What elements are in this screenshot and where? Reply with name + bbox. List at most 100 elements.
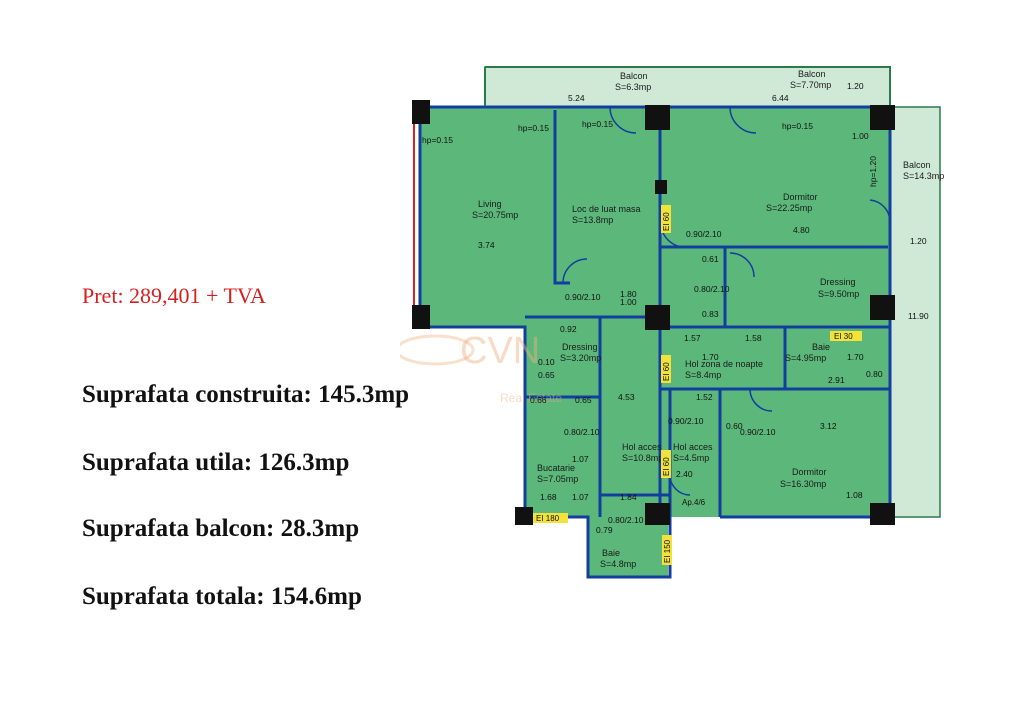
- svg-text:S=3.20mp: S=3.20mp: [560, 353, 601, 363]
- svg-text:1.20: 1.20: [910, 236, 927, 246]
- svg-text:hp=1.20: hp=1.20: [868, 156, 878, 187]
- dimension-labels: 5.24 6.44 1.20 hp=0.15 hp=0.15 hp=0.15 1…: [422, 81, 929, 535]
- svg-text:0.80/2.10: 0.80/2.10: [694, 284, 730, 294]
- svg-text:hp=0.15: hp=0.15: [518, 123, 549, 133]
- svg-text:0.90/2.10: 0.90/2.10: [740, 427, 776, 437]
- svg-text:S=7.05mp: S=7.05mp: [537, 474, 578, 484]
- access-hall-area: [600, 317, 670, 517]
- svg-text:0.66: 0.66: [530, 395, 547, 405]
- svg-text:0.80: 0.80: [866, 369, 883, 379]
- fire-rating-tags: EI 60 EI 60 EI 60 EI 30 EI 180 EI 150 Ap…: [533, 205, 862, 565]
- balcony-right: [889, 106, 941, 518]
- dining-area: [555, 107, 660, 317]
- balcony-top: [484, 66, 891, 108]
- svg-text:S=10.8mp: S=10.8mp: [622, 453, 663, 463]
- svg-text:5.24: 5.24: [568, 93, 585, 103]
- night-hall-area: [660, 327, 785, 389]
- room-labels: Living S=20.75mp Loc de luat masa S=13.8…: [472, 192, 859, 569]
- dressing-area: [725, 247, 890, 327]
- svg-text:1.08: 1.08: [846, 490, 863, 500]
- svg-text:0.79: 0.79: [596, 525, 613, 535]
- svg-text:Hol zona de noapte: Hol zona de noapte: [685, 359, 763, 369]
- svg-text:S=22.25mp: S=22.25mp: [766, 203, 812, 213]
- svg-text:hp=0.15: hp=0.15: [782, 121, 813, 131]
- svg-text:Real Estate: Real Estate: [500, 391, 562, 405]
- svg-text:1.00: 1.00: [620, 297, 637, 307]
- svg-text:Hol acces: Hol acces: [622, 442, 662, 452]
- svg-text:11.90: 11.90: [908, 311, 929, 321]
- svg-text:Living: Living: [478, 199, 502, 209]
- balcony-areas: [484, 66, 941, 518]
- balcony-railing: [484, 66, 891, 107]
- svg-text:EI 60: EI 60: [662, 212, 671, 231]
- svg-text:Hol acces: Hol acces: [673, 442, 713, 452]
- living-room-area: [420, 107, 555, 327]
- svg-text:3.12: 3.12: [820, 421, 837, 431]
- svg-text:0.60: 0.60: [726, 421, 743, 431]
- svg-text:EI 150: EI 150: [663, 539, 672, 563]
- bedroom2-area: [720, 389, 890, 517]
- svg-text:EI 180: EI 180: [536, 514, 560, 523]
- structural-columns: [412, 100, 895, 525]
- svg-text:1.07: 1.07: [572, 454, 589, 464]
- svg-text:4.80: 4.80: [793, 225, 810, 235]
- svg-text:Balcon: Balcon: [620, 71, 648, 81]
- svg-text:EI 60: EI 60: [662, 457, 671, 476]
- svg-text:Balcon: Balcon: [903, 160, 931, 170]
- svg-text:S=7.70mp: S=7.70mp: [790, 80, 831, 90]
- svg-text:0.83: 0.83: [702, 309, 719, 319]
- svg-text:Baie: Baie: [812, 342, 830, 352]
- svg-text:1.20: 1.20: [847, 81, 864, 91]
- svg-text:2.91: 2.91: [828, 375, 845, 385]
- svg-text:Baie: Baie: [602, 548, 620, 558]
- balcony-labels: Balcon S=6.3mp Balcon S=7.70mp Balcon S=…: [615, 69, 944, 181]
- svg-text:4.53: 4.53: [618, 392, 635, 402]
- svg-text:S=14.3mp: S=14.3mp: [903, 171, 944, 181]
- kitchen-area: [525, 397, 600, 517]
- svg-text:1.57: 1.57: [684, 333, 701, 343]
- svg-text:Loc de luat masa: Loc de luat masa: [572, 204, 641, 214]
- built-area-label: Suprafata construita: 145.3mp: [82, 381, 410, 408]
- svg-text:Dressing: Dressing: [820, 277, 856, 287]
- bedroom-area: [660, 107, 890, 247]
- room-fills: [420, 107, 890, 577]
- svg-text:6.44: 6.44: [772, 93, 789, 103]
- svg-text:S=13.8mp: S=13.8mp: [572, 215, 613, 225]
- total-area-label: Suprafata totala: 154.6mp: [82, 583, 362, 610]
- svg-text:0.90/2.10: 0.90/2.10: [565, 292, 601, 302]
- svg-text:hp=0.15: hp=0.15: [582, 119, 613, 129]
- svg-text:Balcon: Balcon: [798, 69, 826, 79]
- svg-text:1.70: 1.70: [702, 352, 719, 362]
- floor-plan: CVN Real Estate Balcon S=6.3mp Balcon S=…: [400, 66, 944, 579]
- svg-text:0.92: 0.92: [560, 324, 577, 334]
- svg-text:0.90/2.10: 0.90/2.10: [668, 416, 704, 426]
- svg-text:Dressing: Dressing: [562, 342, 598, 352]
- svg-text:S=6.3mp: S=6.3mp: [615, 82, 651, 92]
- svg-text:S=4.95mp: S=4.95mp: [785, 353, 826, 363]
- svg-text:Bucatarie: Bucatarie: [537, 463, 575, 473]
- svg-text:1.84: 1.84: [620, 492, 637, 502]
- svg-text:1.68: 1.68: [540, 492, 557, 502]
- svg-text:1.52: 1.52: [696, 392, 713, 402]
- svg-text:S=4.5mp: S=4.5mp: [673, 453, 709, 463]
- svg-text:0.61: 0.61: [702, 254, 719, 264]
- svg-text:0.65: 0.65: [575, 395, 592, 405]
- svg-text:S=4.8mp: S=4.8mp: [600, 559, 636, 569]
- svg-text:S=16.30mp: S=16.30mp: [780, 479, 826, 489]
- svg-text:Ap.4/6: Ap.4/6: [682, 498, 706, 507]
- svg-text:1.80: 1.80: [620, 289, 637, 299]
- svg-text:hp=0.15: hp=0.15: [422, 135, 453, 145]
- svg-text:1.00: 1.00: [852, 131, 869, 141]
- svg-text:CVN: CVN: [460, 330, 540, 372]
- svg-text:2.40: 2.40: [676, 469, 693, 479]
- svg-text:1.70: 1.70: [847, 352, 864, 362]
- svg-text:0.80/2.10: 0.80/2.10: [608, 515, 644, 525]
- svg-text:S=20.75mp: S=20.75mp: [472, 210, 518, 220]
- svg-text:S=8.4mp: S=8.4mp: [685, 370, 721, 380]
- svg-text:EI 30: EI 30: [834, 332, 853, 341]
- svg-text:Dormitor: Dormitor: [783, 192, 818, 202]
- svg-text:0.65: 0.65: [538, 370, 555, 380]
- price-label: Pret: 289,401 + TVA: [82, 283, 266, 308]
- svg-text:S=9.50mp: S=9.50mp: [818, 289, 859, 299]
- svg-text:0.10: 0.10: [538, 357, 555, 367]
